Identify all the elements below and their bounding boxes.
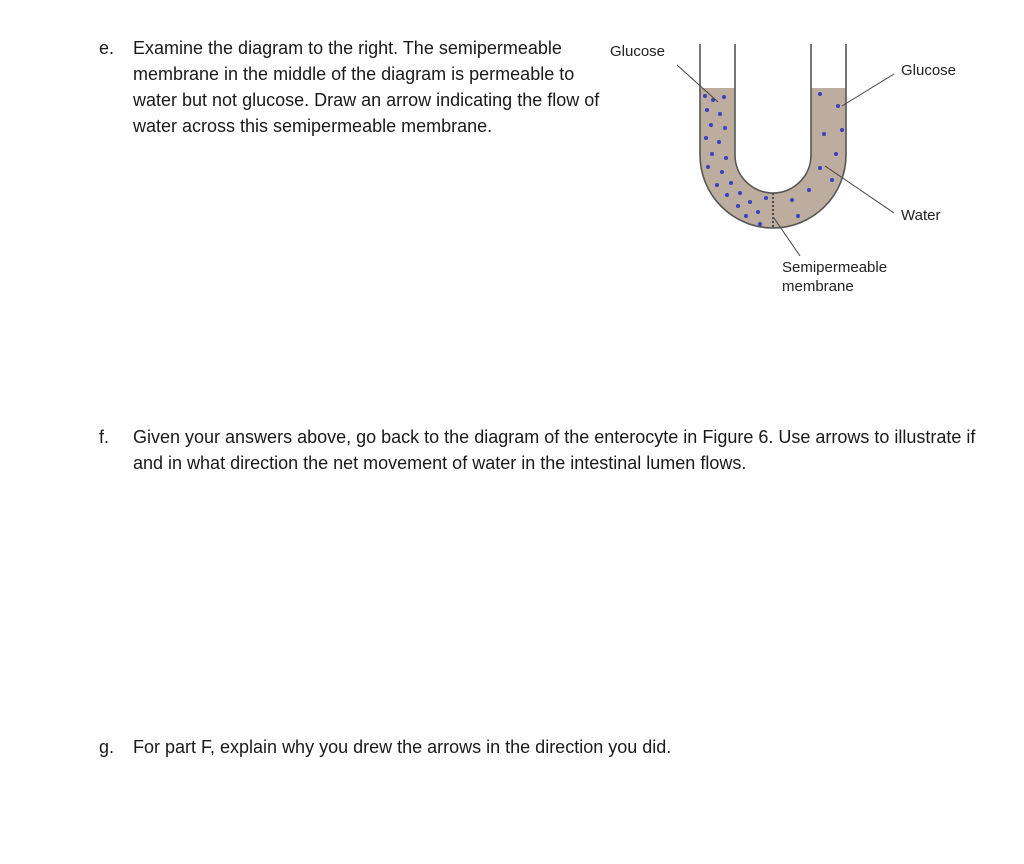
question-f-letter: f. (99, 427, 110, 447)
label-glucose-right: Glucose (901, 62, 957, 79)
glucose-dots-left (703, 94, 768, 226)
tube-inner-wall (734, 44, 812, 194)
label-water: Water (901, 207, 941, 224)
leader-glucose-right (841, 73, 895, 107)
question-g-letter: g. (99, 737, 115, 757)
question-g: g. For part F, explain why you drew the … (99, 734, 799, 764)
question-f: f. Given your answers above, go back to … (99, 424, 999, 484)
glucose-dots-right (790, 92, 844, 218)
question-e: e. Examine the diagram to the right. The… (99, 35, 599, 175)
question-f-text: Given your answers above, go back to the… (133, 427, 976, 473)
leader-water (824, 165, 895, 214)
label-glucose-left: Glucose (610, 43, 666, 60)
leader-lines (676, 64, 895, 257)
solution-fill (700, 88, 846, 228)
tube-outer-wall (699, 44, 847, 229)
u-tube-osmosis-diagram: Glucose Glucose Water Semipermeable memb… (580, 30, 1000, 310)
question-g-text: For part F, explain why you drew the arr… (133, 737, 672, 757)
question-e-letter: e. (99, 38, 115, 58)
label-semipermeable-membrane: Semipermeable membrane (782, 259, 888, 295)
question-e-text: Examine the diagram to the right. The se… (133, 38, 600, 136)
leader-glucose-left (676, 64, 719, 103)
leader-membrane (773, 217, 801, 257)
u-tube-drawing (676, 44, 895, 257)
